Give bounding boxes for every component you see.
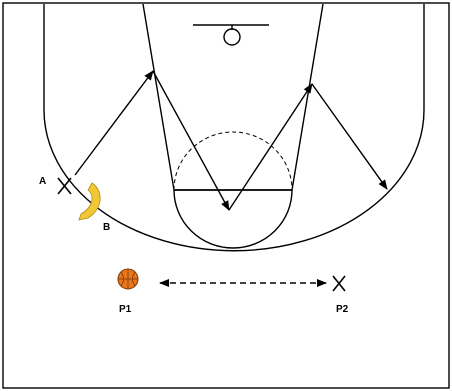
free-throw-lane <box>142 3 324 191</box>
basketball-icon <box>117 268 139 290</box>
cone-b-label: B <box>103 222 110 233</box>
basket-rim <box>223 28 241 46</box>
three-point-arc <box>43 4 425 252</box>
player-a-marker <box>57 177 72 195</box>
player-p2-label: P2 <box>336 304 349 315</box>
path-right-wing-to-corner <box>311 83 388 190</box>
free-throw-circle-top <box>173 131 293 191</box>
player-p1-label: P1 <box>119 304 132 315</box>
player-p2-marker <box>332 275 346 292</box>
cone-icon <box>78 182 101 221</box>
free-throw-circle-bottom <box>173 189 293 249</box>
player-a-label: A <box>39 176 46 187</box>
path-center-to-right-wing <box>228 83 313 211</box>
path-left-wing-to-center <box>152 70 230 211</box>
path-a-to-left-wing <box>74 70 154 176</box>
